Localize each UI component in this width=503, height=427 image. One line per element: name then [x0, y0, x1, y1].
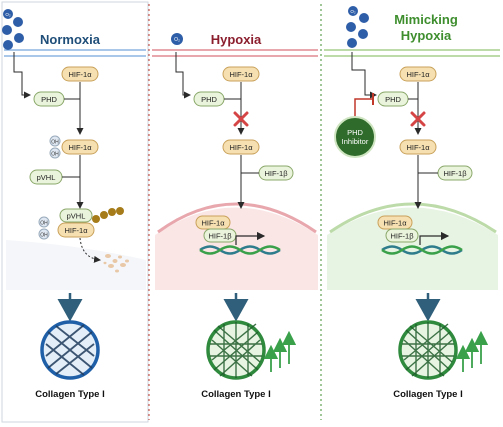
- phd-pill-mimicking: PHD: [377, 91, 409, 107]
- hif1a-pill-mimicking-nucleus: HIF-1α: [377, 215, 413, 230]
- o2-molecule: [2, 25, 12, 35]
- hif1b-pill-mimicking: HIF-1β: [437, 165, 473, 181]
- o2-molecule: [358, 29, 368, 39]
- svg-text:HIF-1α: HIF-1α: [229, 70, 253, 79]
- dna-helix-mimicking: [381, 245, 463, 255]
- hif1a-pill-hypoxia-top: HIF-1α: [222, 66, 260, 82]
- svg-text:OH: OH: [51, 152, 59, 158]
- svg-text:HIF-1α: HIF-1α: [383, 219, 407, 228]
- o2-molecule: [14, 33, 24, 43]
- o2-molecule: [346, 22, 356, 32]
- hif1a-pill-hypoxia-nucleus: HIF-1α: [195, 215, 231, 230]
- ubiquitin-chain: [92, 207, 124, 223]
- o2-molecule: [3, 40, 13, 50]
- o2-molecule: [359, 13, 369, 23]
- panel-title-normoxia: Normoxia: [40, 32, 101, 47]
- svg-text:pVHL: pVHL: [67, 212, 86, 221]
- transcription-arrow-hypoxia: [235, 231, 266, 245]
- svg-text:HIF-1α: HIF-1α: [406, 70, 430, 79]
- pvhl-pill-normoxia-free: pVHL: [29, 169, 63, 185]
- entry-arrow-normoxia: [13, 52, 31, 99]
- svg-text:OH: OH: [40, 233, 48, 239]
- o2-label: O₂: [350, 9, 356, 14]
- svg-text:HIF-1α: HIF-1α: [406, 143, 430, 152]
- svg-text:PHD: PHD: [347, 128, 363, 137]
- svg-text:HIF-1β: HIF-1β: [443, 169, 467, 178]
- result-label-mimicking: Collagen Type I: [393, 389, 463, 400]
- oh-group-3: OH: [38, 216, 50, 228]
- o2-molecule: [3, 9, 13, 19]
- o2-molecule: [348, 6, 358, 16]
- hif1a-pill-normoxia-hydroxylated: HIF-1α: [61, 139, 99, 155]
- nucleus-mimicking-edge: [329, 202, 497, 234]
- dna-helix-hypoxia: [199, 245, 281, 255]
- block-x-icon: [233, 111, 249, 127]
- svg-text:Inhibitor: Inhibitor: [342, 137, 369, 146]
- svg-text:PHD: PHD: [41, 95, 57, 104]
- hif1a-pill-mimicking-top: HIF-1α: [399, 66, 437, 82]
- collagen-mesh-normoxia: [40, 320, 100, 380]
- nucleus-mimicking: [327, 207, 498, 290]
- svg-text:HIF-1α: HIF-1α: [68, 70, 92, 79]
- svg-text:HIF-1β: HIF-1β: [264, 169, 288, 178]
- o2-label: O₂: [5, 12, 11, 17]
- svg-text:HIF-1α: HIF-1α: [68, 143, 92, 152]
- hif1a-pill-hypoxia-stable: HIF-1α: [222, 139, 260, 155]
- phd-pill-normoxia: PHD: [33, 91, 65, 107]
- svg-text:OH: OH: [51, 140, 59, 146]
- hif1a-pill-normoxia-top: HIF-1α: [61, 66, 99, 82]
- pvhl-pill-normoxia-bound: pVHL: [59, 208, 93, 223]
- collagen-mesh-mimicking: [398, 320, 458, 380]
- svg-text:HIF-1β: HIF-1β: [208, 232, 232, 241]
- increase-arrows-mimicking: [455, 330, 489, 372]
- svg-text:PHD: PHD: [201, 95, 217, 104]
- inhibition-line: [354, 98, 372, 118]
- svg-text:HIF-1α: HIF-1α: [201, 219, 225, 228]
- degraded-fragments: [103, 254, 129, 273]
- panel-title-mimicking-line2: Hypoxia: [401, 28, 452, 43]
- o2-single-hypoxia: [171, 33, 183, 45]
- o2-molecule: [13, 17, 23, 27]
- svg-text:pVHL: pVHL: [37, 173, 56, 182]
- collagen-mesh-hypoxia: [206, 320, 266, 380]
- entry-arrow-mimicking: [351, 52, 377, 99]
- membrane-normoxia: [4, 49, 146, 57]
- membrane-hypoxia: [152, 49, 318, 57]
- result-label-hypoxia: Collagen Type I: [201, 389, 271, 400]
- oh-group-4: OH: [38, 228, 50, 240]
- transcription-arrow-mimicking: [419, 231, 450, 245]
- o2-cluster-mimicking: [346, 6, 369, 48]
- block-x-icon: [410, 111, 426, 127]
- phd-pill-hypoxia: PHD: [193, 91, 225, 107]
- o2-label: O₂: [174, 37, 180, 43]
- o2-molecule: [171, 33, 183, 45]
- oh-group-1: OH: [49, 135, 61, 147]
- nucleus-hypoxia-edge: [157, 202, 317, 234]
- hif1b-pill-hypoxia: HIF-1β: [258, 165, 294, 181]
- svg-text:HIF-1β: HIF-1β: [390, 232, 414, 241]
- result-label-normoxia: Collagen Type I: [35, 389, 105, 400]
- svg-text:HIF-1α: HIF-1α: [229, 143, 253, 152]
- hif1b-pill-hypoxia-nucleus: HIF-1β: [203, 228, 237, 243]
- svg-text:PHD: PHD: [385, 95, 401, 104]
- phd-inhibitor-badge: PHD Inhibitor: [334, 116, 376, 158]
- entry-arrow-hypoxia: [175, 52, 191, 99]
- svg-text:OH: OH: [40, 221, 48, 227]
- membrane-mimicking: [324, 49, 500, 57]
- normoxia-shade: [6, 240, 146, 290]
- oh-group-2: OH: [49, 147, 61, 159]
- o2-cluster-normoxia: [2, 9, 24, 50]
- panel-title-mimicking-line1: Mimicking: [394, 12, 458, 27]
- svg-text:HIF-1α: HIF-1α: [64, 226, 88, 235]
- hif1a-pill-mimicking-stable: HIF-1α: [399, 139, 437, 155]
- hif1a-pill-normoxia-bound: HIF-1α: [57, 222, 95, 238]
- hif1b-pill-mimicking-nucleus: HIF-1β: [385, 228, 419, 243]
- increase-arrows-hypoxia: [263, 330, 297, 372]
- degradation-arrow: [79, 237, 101, 263]
- panel-title-hypoxia: Hypoxia: [211, 32, 262, 47]
- o2-molecule: [347, 38, 357, 48]
